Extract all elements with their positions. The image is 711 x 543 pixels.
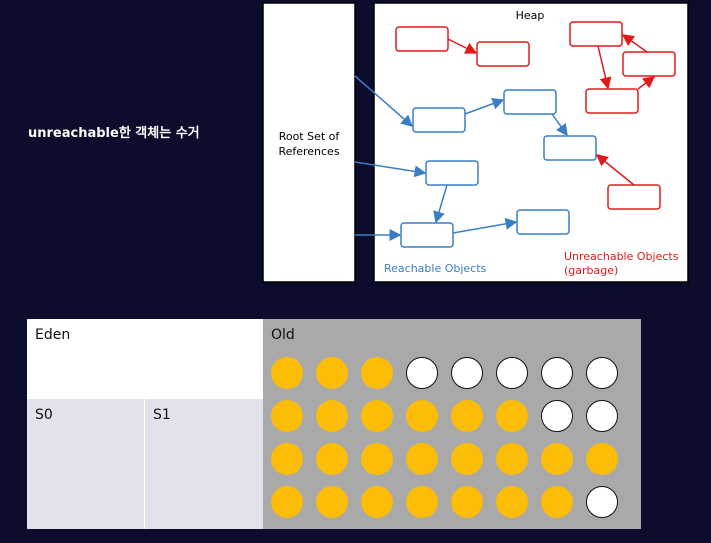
occupied-slot [316,357,348,389]
reachable-object [425,160,479,186]
garbage-arrow [447,38,478,54]
occupied-slot [541,486,573,518]
occupied-slot [361,357,393,389]
occupied-slot [271,357,303,389]
generational-memory-panel: Eden S0 S1 Old [27,319,641,529]
unreachable-object [395,26,449,52]
free-slot [586,486,618,518]
free-slot [451,357,483,389]
free-slot [541,400,573,432]
free-slot [406,357,438,389]
occupied-slot [361,400,393,432]
occupied-slot [451,486,483,518]
survivor-1-area: S1 [145,399,263,529]
occupied-slot [406,400,438,432]
occupied-slot [271,400,303,432]
garbage-arrow [597,45,612,90]
occupied-slot [451,400,483,432]
reachable-object [516,209,570,235]
unreachable-object [585,88,639,114]
unreachable-object [569,21,623,47]
unreachable-objects-label-1: Unreachable Objects [564,250,679,263]
occupied-slot [271,486,303,518]
reference-arrow [354,161,427,178]
reachable-object [400,222,454,248]
occupied-slot [586,443,618,475]
root-set-label-2: References [278,145,339,158]
garbage-arrow [621,34,648,53]
reference-arrow [433,184,448,224]
occupied-slot [496,400,528,432]
free-slot [496,357,528,389]
reference-arrow [452,217,518,234]
old-area: Old [263,319,641,529]
occupied-slot [451,443,483,475]
occupied-slot [271,443,303,475]
occupied-slot [496,443,528,475]
occupied-slot [361,443,393,475]
occupied-slot [406,443,438,475]
garbage-arrow [595,154,635,186]
root-set-box [262,2,356,283]
unreachable-objects-label-2: (garbage) [564,264,618,277]
occupied-slot [316,400,348,432]
garbage-arrow [637,76,656,90]
reference-arrow [354,75,414,127]
free-slot [541,357,573,389]
occupied-slot [541,443,573,475]
old-label: Old [271,327,295,343]
reference-arrow [464,97,505,115]
reference-arrow [551,113,568,137]
eden-label: Eden [35,327,71,343]
unreachable-object [622,51,676,77]
unreachable-object [476,41,530,67]
unreachable-object [607,184,661,210]
heap-diagram: Root Set of References Heap Reachable Ob… [262,2,689,283]
survivor-0-area: S0 [27,399,145,529]
free-slot [586,400,618,432]
free-slot [586,357,618,389]
reachable-object [543,135,597,161]
root-set-label-1: Root Set of [279,130,341,143]
occupied-slot [361,486,393,518]
reachable-object [503,89,557,115]
s1-label: S1 [153,407,171,423]
occupied-slot [316,443,348,475]
eden-area: Eden [27,319,263,399]
occupied-slot [406,486,438,518]
reachable-objects-label: Reachable Objects [384,262,487,275]
heap-title: Heap [516,9,545,22]
occupied-slot [496,486,528,518]
s0-label: S0 [35,407,53,423]
occupied-slot [316,486,348,518]
reachable-object [412,107,466,133]
caption: unreachable한 객체는 수거 [28,126,200,141]
